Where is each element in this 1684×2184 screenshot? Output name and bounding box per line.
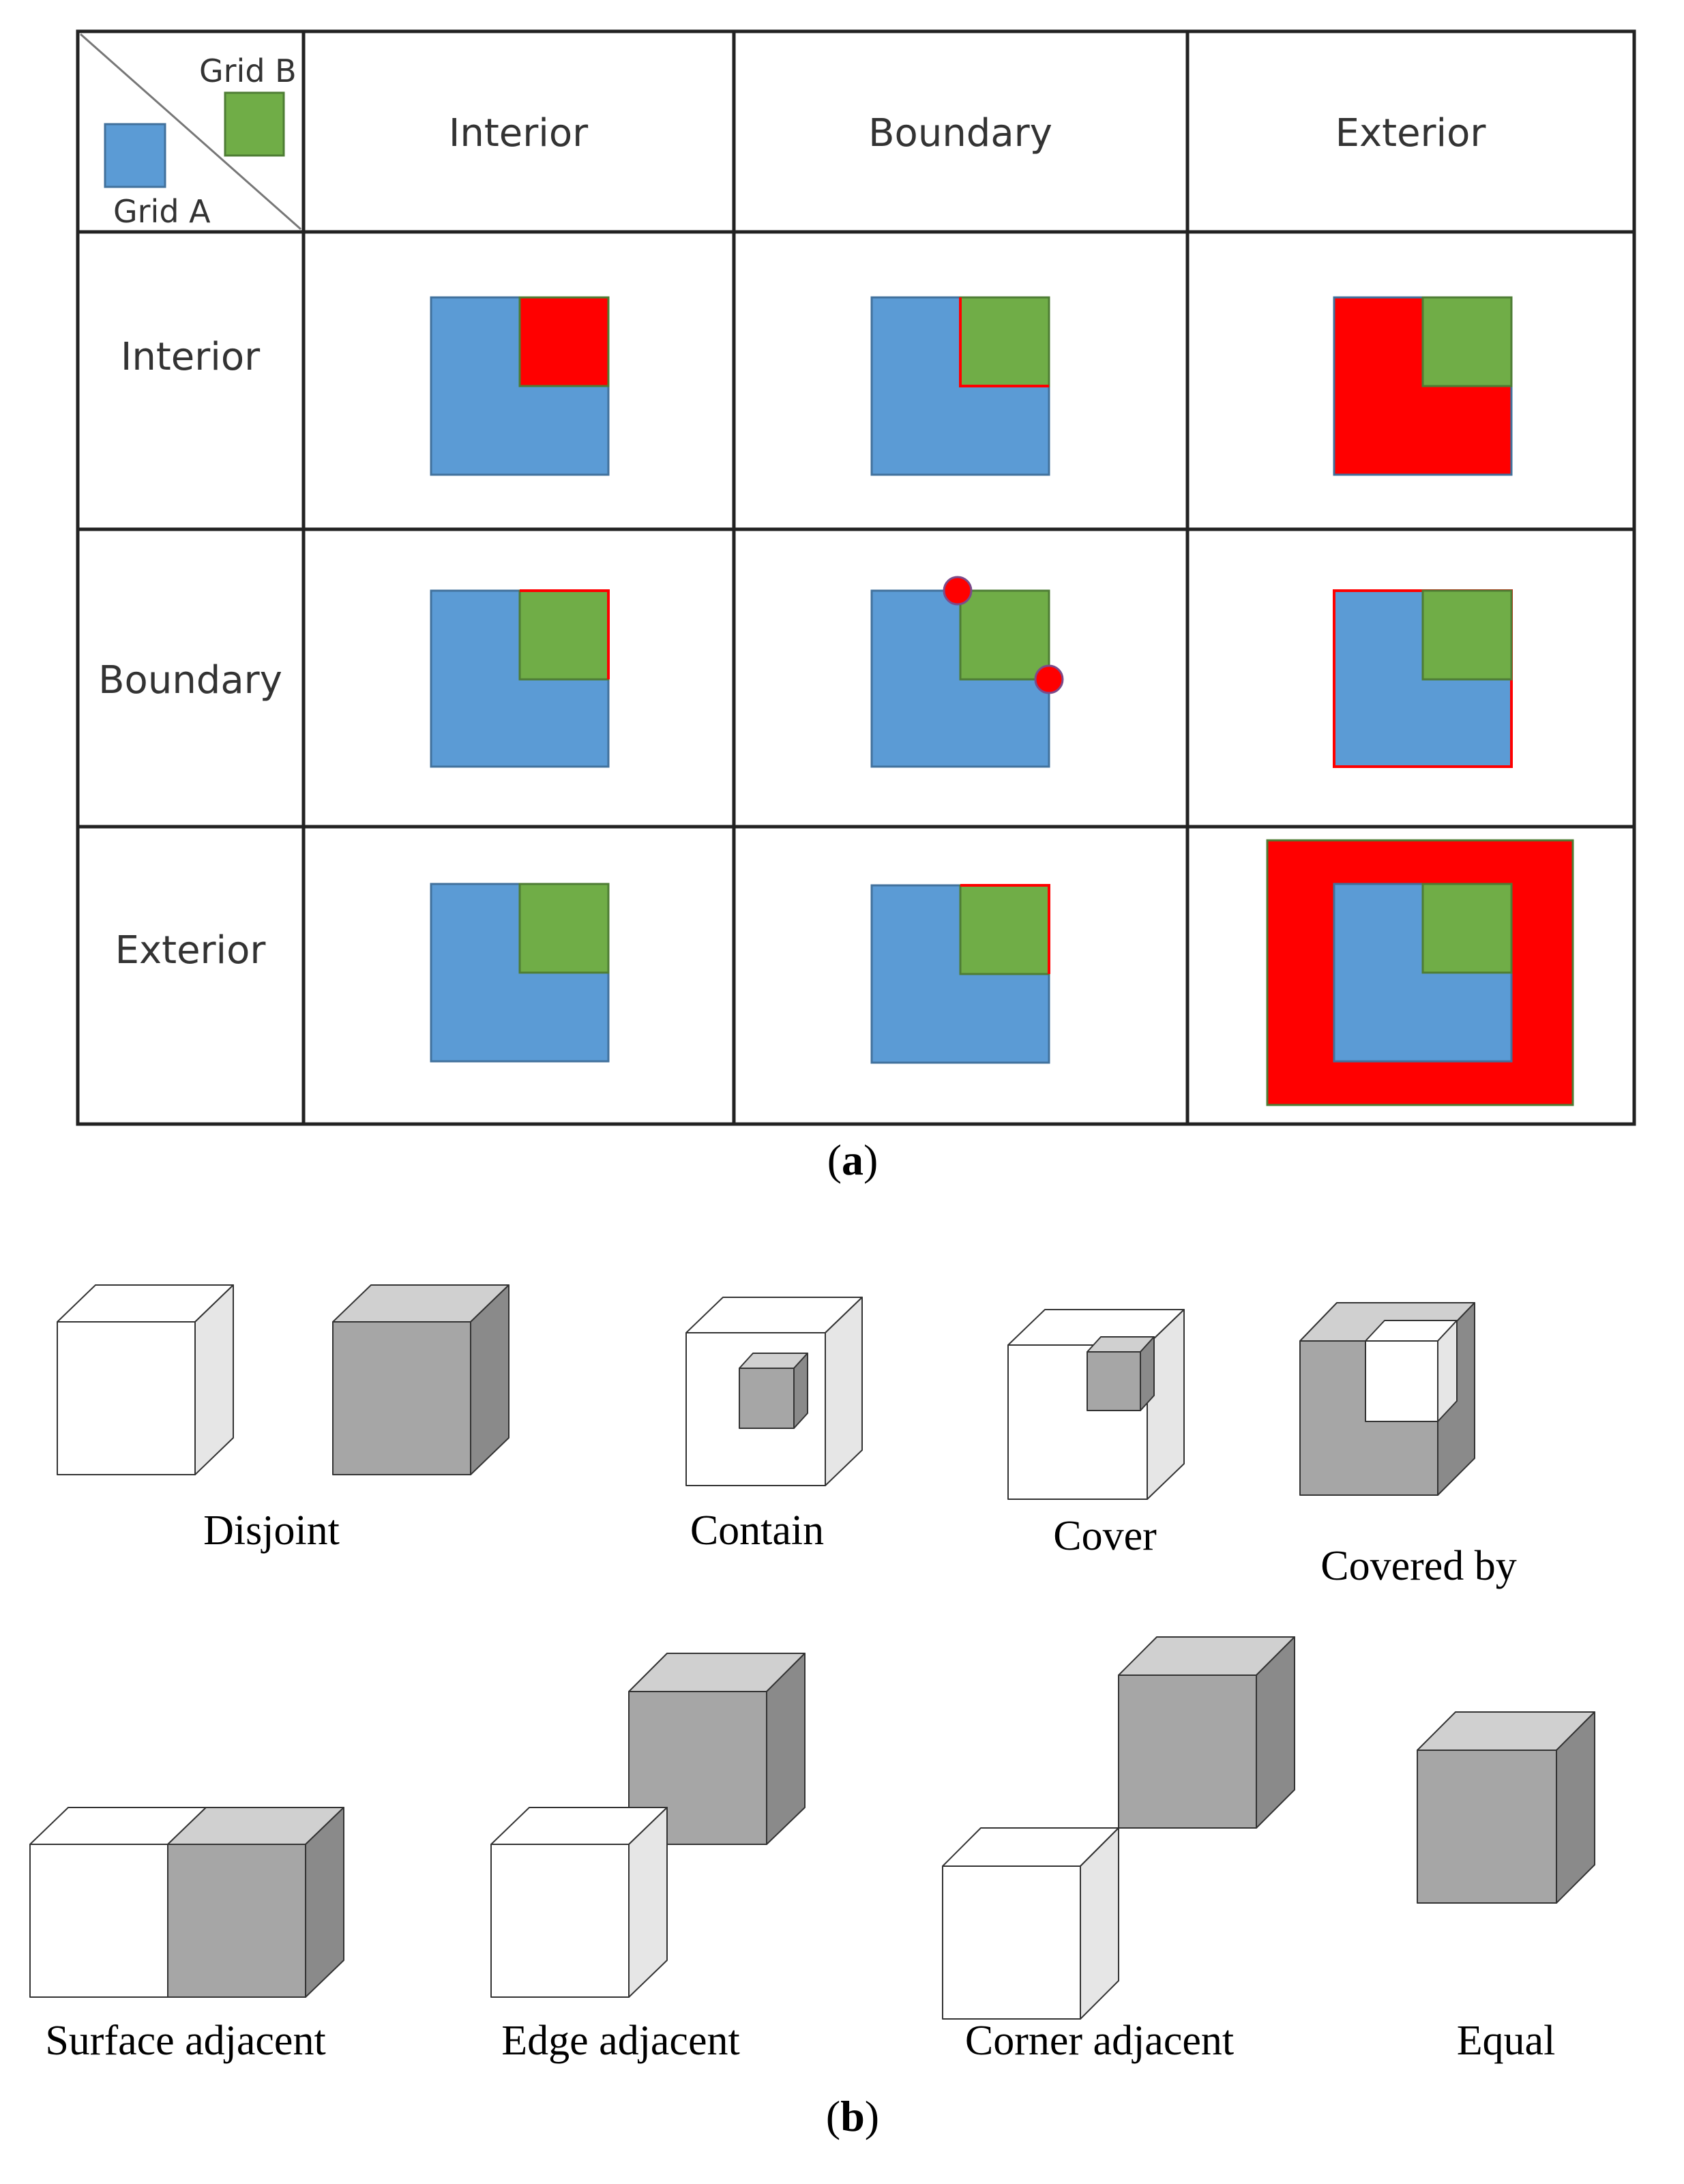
edge-adjacent-gray-cube bbox=[628, 1653, 806, 1845]
row-header-boundary: Boundary bbox=[98, 658, 282, 703]
cell-interior-boundary bbox=[870, 296, 1050, 476]
label-contain: Contain bbox=[690, 1507, 824, 1554]
boundary-intersection-point bbox=[943, 576, 973, 606]
cell-exterior-exterior bbox=[1266, 839, 1574, 1106]
cell-boundary-exterior bbox=[1333, 589, 1513, 768]
grid-a-swatch bbox=[104, 123, 166, 188]
corner-adjacent-gray-cube bbox=[1118, 1636, 1295, 1829]
column-header-exterior: Exterior bbox=[1335, 111, 1487, 156]
label-corner-adjacent: Corner adjacent bbox=[965, 2018, 1234, 2064]
label-surface-adjacent: Surface adjacent bbox=[45, 2018, 325, 2064]
corner-adjacent-white-cube bbox=[942, 1827, 1119, 2020]
boundary-intersection-point bbox=[1034, 664, 1064, 694]
cover-inner-cube bbox=[1087, 1336, 1155, 1411]
matrix-grid bbox=[76, 29, 1636, 1126]
edge-adjacent-white-cube bbox=[490, 1807, 668, 1998]
column-header-interior: Interior bbox=[449, 111, 589, 156]
cell-interior-interior bbox=[430, 296, 610, 476]
covered-by-inner-cube bbox=[1365, 1320, 1458, 1422]
row-header-exterior: Exterior bbox=[115, 928, 267, 973]
cell-boundary-interior bbox=[430, 589, 610, 768]
disjoint-white-cube bbox=[57, 1284, 234, 1475]
grid-b-swatch bbox=[224, 91, 285, 157]
label-cover: Cover bbox=[1053, 1513, 1157, 1559]
panel-b-relations bbox=[29, 1284, 1595, 2020]
row-header-interior: Interior bbox=[121, 335, 261, 379]
surface-adjacent-gray-cube bbox=[167, 1807, 344, 1998]
disjoint-gray-cube bbox=[332, 1284, 509, 1475]
label-disjoint: Disjoint bbox=[203, 1507, 340, 1554]
corner-legend: Grid B Grid A bbox=[80, 33, 301, 231]
equal-cube bbox=[1417, 1711, 1595, 1904]
cell-exterior-boundary bbox=[870, 884, 1050, 1064]
label-equal: Equal bbox=[1457, 2018, 1556, 2064]
contain-inner-cube bbox=[739, 1353, 808, 1429]
caption-b: (b) bbox=[826, 2092, 879, 2140]
cell-interior-exterior bbox=[1333, 296, 1513, 476]
label-covered-by: Covered by bbox=[1320, 1543, 1517, 1589]
caption-a: (a) bbox=[827, 1136, 878, 1184]
surface-adjacent-white-cube bbox=[29, 1807, 207, 1998]
column-header-boundary: Boundary bbox=[868, 111, 1052, 156]
grid-b-label: Grid B bbox=[199, 53, 297, 89]
cell-exterior-interior bbox=[430, 883, 610, 1063]
grid-a-label: Grid A bbox=[113, 193, 211, 230]
label-edge-adjacent: Edge adjacent bbox=[501, 2018, 739, 2064]
panel-a-matrix: Grid B Grid A Interior Boundary Exterior… bbox=[76, 29, 1636, 1126]
cell-boundary-boundary bbox=[870, 576, 1064, 768]
